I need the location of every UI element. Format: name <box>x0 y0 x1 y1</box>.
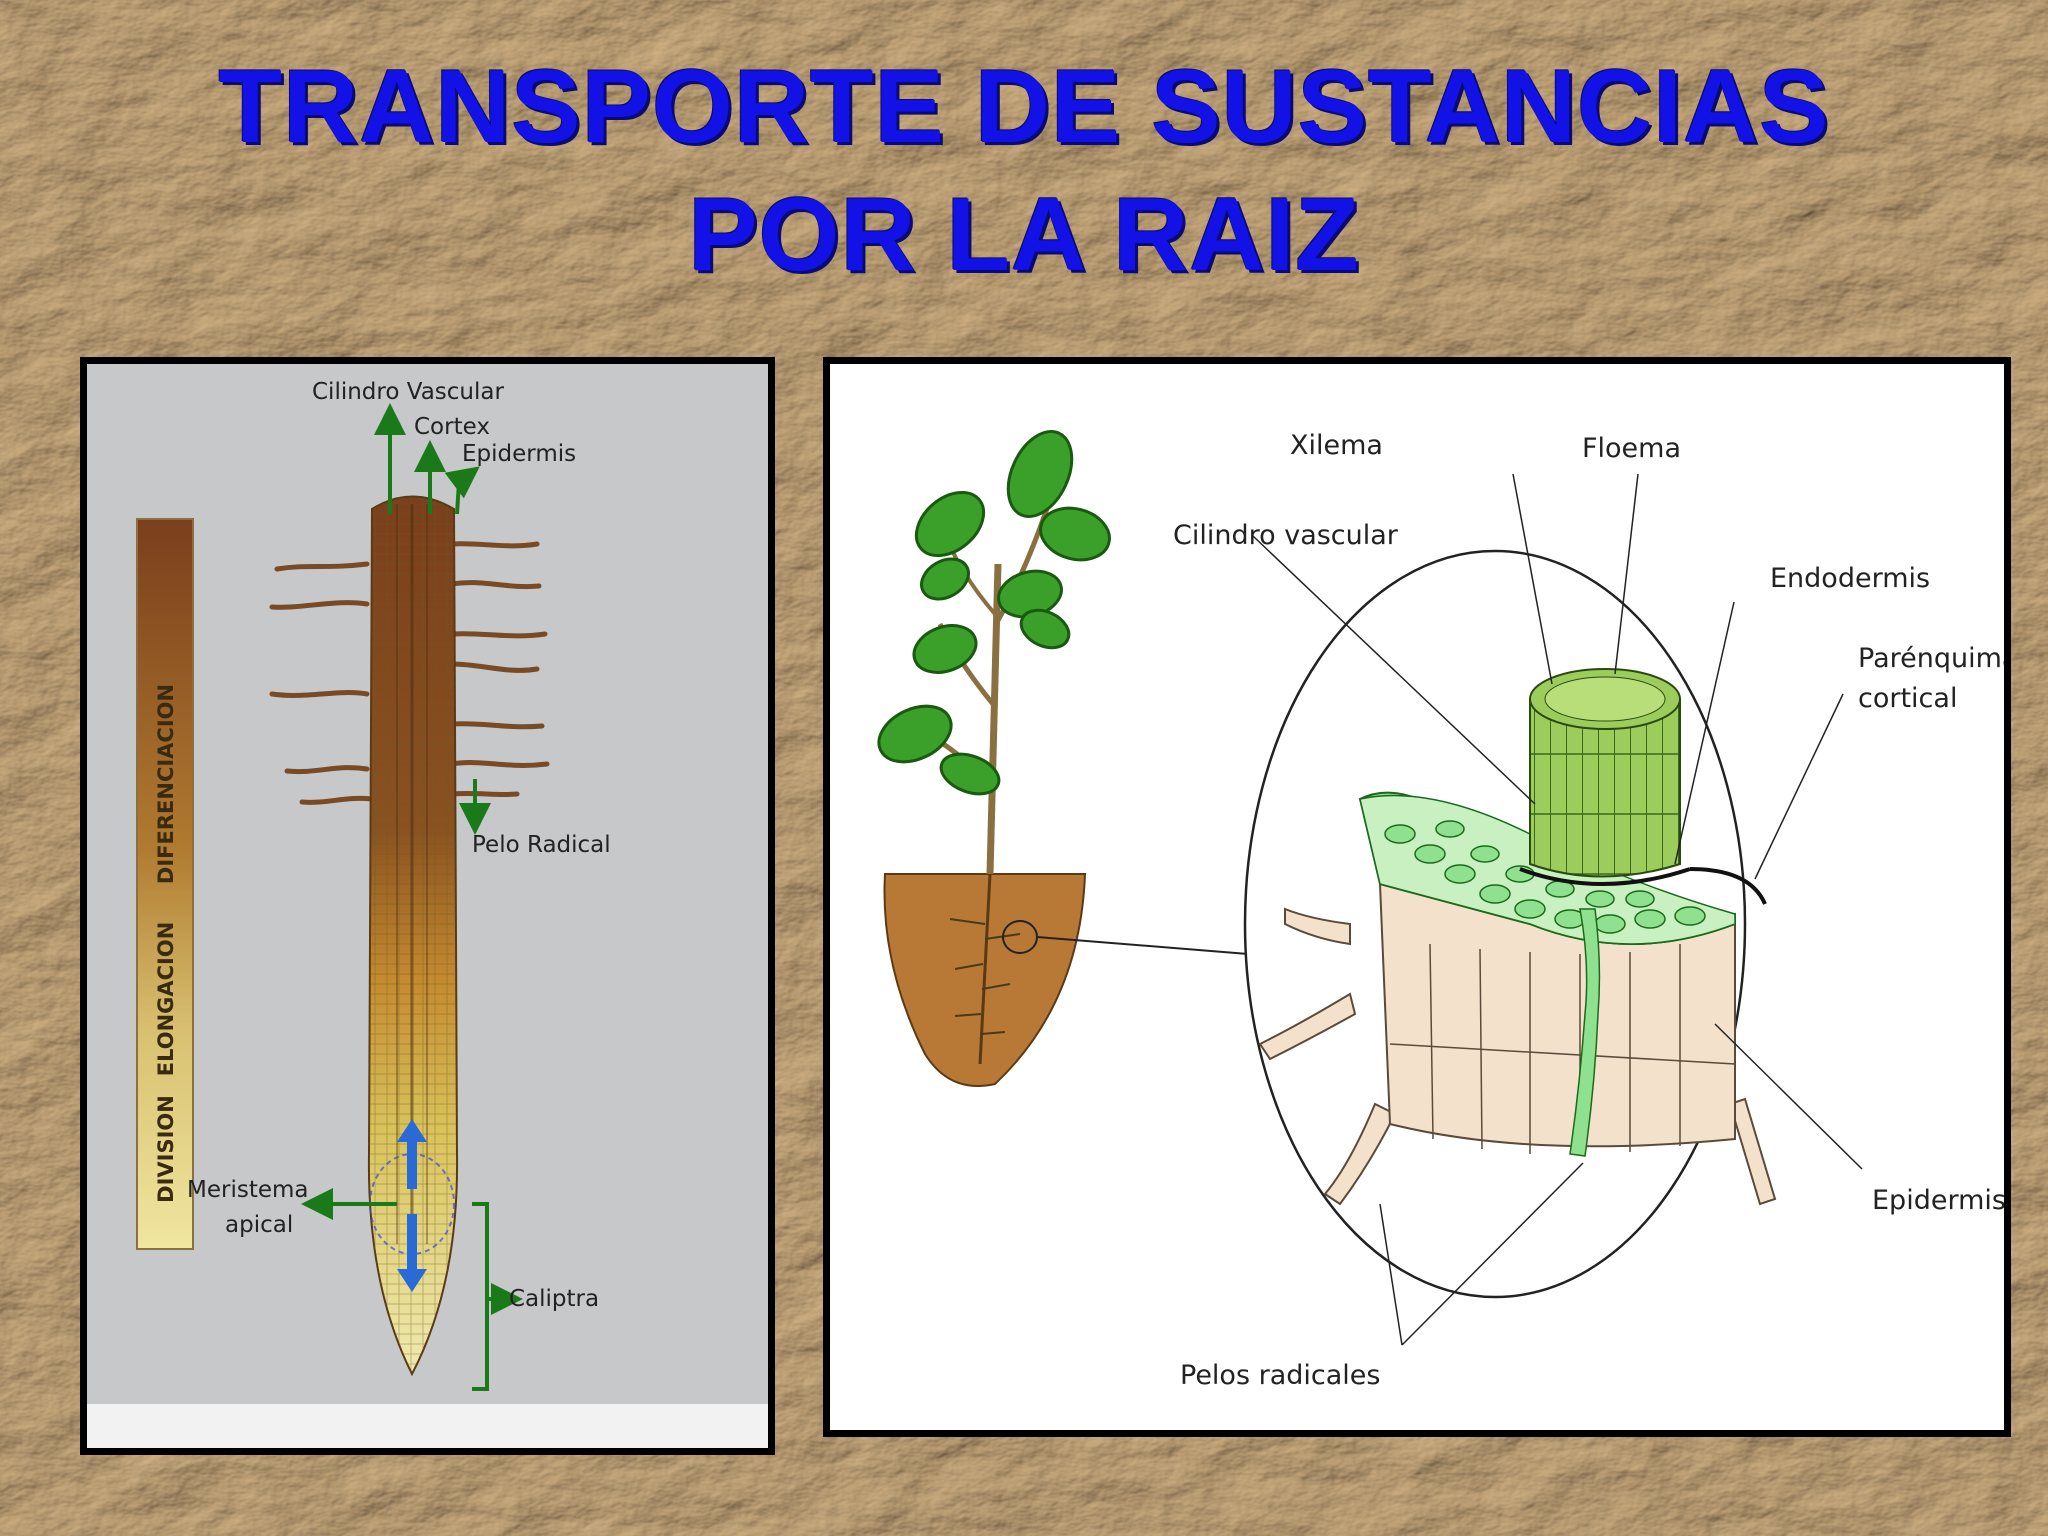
arrow-epidermis <box>444 466 480 515</box>
label-endodermis: Endodermis <box>1770 563 1930 594</box>
blue-arrow-down <box>397 1214 427 1292</box>
slide-title-line-1: TRANSPORTE DE SUSTANCIAS <box>218 49 1830 165</box>
slide-title-line-2: POR LA RAIZ <box>688 177 1360 293</box>
label-meristema: Meristema <box>187 1177 309 1203</box>
label-apical: apical <box>225 1212 293 1238</box>
blue-arrow-up <box>397 1119 427 1189</box>
root-tip-diagram: DIFERENCIACION ELONGACION DIVISION <box>87 379 768 1448</box>
zone-label-elongacion: ELONGACION <box>154 922 178 1077</box>
caliptra-bracket <box>472 1202 489 1391</box>
label-cortical: cortical <box>1858 683 1957 714</box>
label-epidermis: Epidermis <box>1872 1185 2004 1216</box>
zone-gradient-bar <box>136 518 194 1250</box>
root-cross-section-panel: Xilema Floema Cilindro vascular Endoderm… <box>823 357 2011 1437</box>
label-cilindro-vascular: Cilindro Vascular <box>312 379 504 405</box>
root-hairs <box>269 541 550 805</box>
root-section-block <box>1258 668 1777 1206</box>
zone-label-division: DIVISION <box>154 1095 178 1203</box>
label-cilindro-vascular: Cilindro vascular <box>1173 520 1399 551</box>
label-floema: Floema <box>1582 433 1681 464</box>
root-cross-section-diagram: Xilema Floema Cilindro vascular Endoderm… <box>877 430 2004 1391</box>
zone-label-diferenciacion: DIFERENCIACION <box>154 684 178 884</box>
label-pelo-radical: Pelo Radical <box>472 832 611 858</box>
label-parenquima: Parénquima <box>1858 643 2004 674</box>
plant-illustration <box>877 430 1111 1087</box>
label-caliptra: Caliptra <box>509 1286 599 1312</box>
magnify-connector <box>1036 936 1249 955</box>
label-epidermis: Epidermis <box>462 441 576 467</box>
label-xilema: Xilema <box>1290 430 1383 461</box>
root-tip-diagram-panel: DIFERENCIACION ELONGACION DIVISION <box>80 357 775 1455</box>
label-pelos-radicales: Pelos radicales <box>1180 1360 1380 1391</box>
label-cortex: Cortex <box>414 414 490 440</box>
